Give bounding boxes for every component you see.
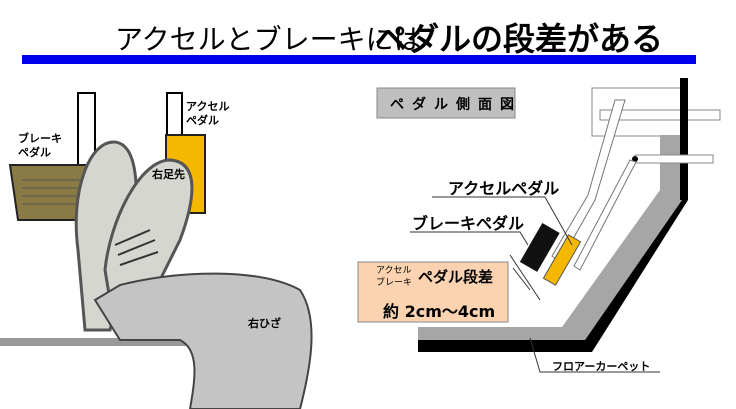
floor-bar [0, 338, 310, 346]
side-view-title-box [376, 87, 516, 119]
brake-side-label: ブレーキペダル [412, 214, 525, 233]
knee-label: 右ひざ [248, 317, 281, 330]
step-title: ペダル段差 [418, 268, 494, 286]
title-normal: アクセルとブレーキには [115, 23, 422, 56]
leader-lines [410, 196, 660, 373]
carpet [418, 135, 682, 340]
firewall [680, 78, 688, 200]
box-small-2: ブレーキ [376, 278, 413, 288]
pedal-rod [599, 109, 721, 121]
brake-pad-side [519, 222, 560, 272]
accel-label-line2: ペダル [186, 114, 219, 127]
accel-pad-side [542, 234, 582, 286]
pivot [632, 156, 638, 162]
title-underline [22, 55, 696, 64]
brake-label-line2: ペダル [18, 146, 51, 159]
box-small-1: アクセル [376, 266, 412, 276]
accel-pedal-label: アクセルペダル [186, 100, 229, 128]
accel-label-line1: アクセル [186, 100, 230, 113]
step-value: 約 2cm〜4cm [383, 302, 496, 321]
right-leg [93, 272, 313, 409]
accel-side-label: アクセルペダル [448, 179, 560, 198]
step-info-box [357, 261, 509, 323]
brake-label-line1: ブレーキ [18, 132, 62, 145]
carpet-label: フロアーカーペット [552, 360, 651, 373]
accel-rod [634, 154, 714, 164]
shoe-lace [114, 229, 159, 266]
box-small-labels: アクセルブレーキ [376, 265, 412, 289]
brake-pedal-label: ブレーキペダル [18, 132, 62, 160]
title-bold: ペダルの段差がある [375, 20, 664, 58]
toe-label: 右足先 [152, 168, 185, 181]
side-view-title: ペダル側面図 [390, 97, 522, 113]
accel-arm [573, 159, 637, 271]
accel-pedal-stem [166, 92, 183, 139]
carpet-backing [418, 200, 688, 352]
